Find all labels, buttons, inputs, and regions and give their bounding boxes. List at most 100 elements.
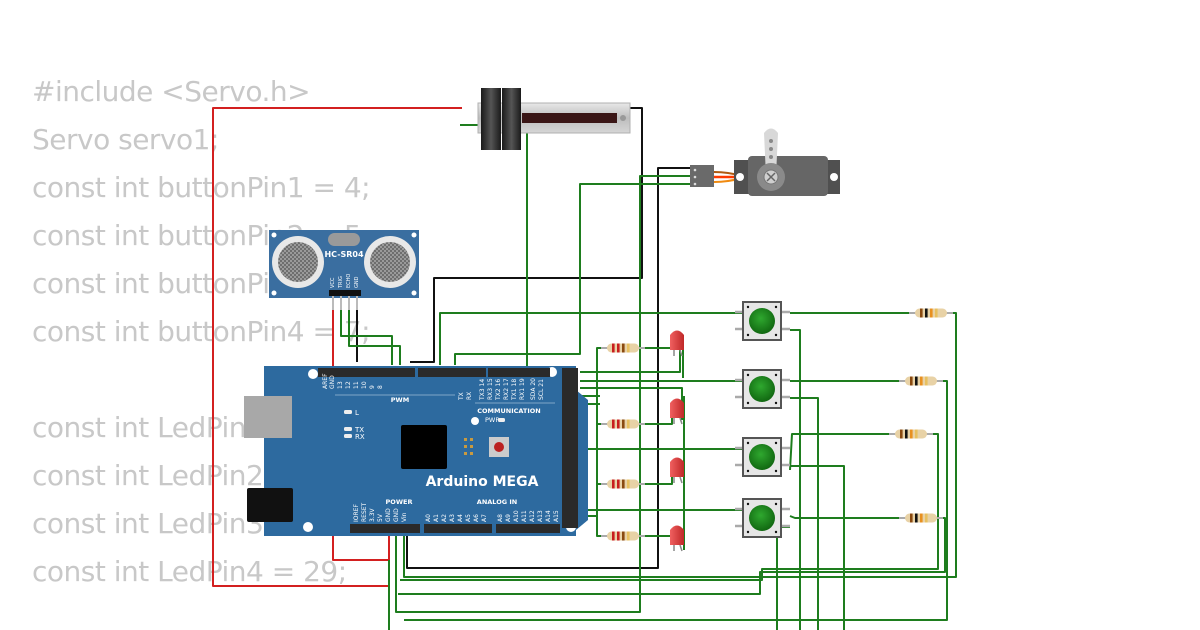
sensor-pin-trig: TRIG bbox=[338, 276, 344, 289]
board-name: Arduino MEGA bbox=[426, 474, 539, 490]
pin-label: AREF bbox=[322, 373, 329, 389]
wire-btn3-down bbox=[790, 465, 845, 630]
push-button-3[interactable] bbox=[735, 437, 790, 477]
pin-label: GND bbox=[385, 508, 392, 522]
header-analog-right[interactable] bbox=[496, 524, 560, 533]
code-line: #include <Servo.h> bbox=[32, 75, 311, 108]
sensor-pin-vcc: VCC bbox=[330, 277, 336, 288]
wire-led-gnd-bus bbox=[596, 347, 608, 537]
wire-servo-signal bbox=[454, 183, 693, 365]
power-jack bbox=[247, 488, 293, 522]
pot-slider-lower-left bbox=[481, 100, 501, 150]
pin-label: TX2 16 bbox=[495, 379, 502, 401]
leds bbox=[601, 330, 684, 552]
push-button-1[interactable] bbox=[735, 301, 790, 341]
header-power[interactable] bbox=[350, 524, 420, 533]
button-resistor-3[interactable] bbox=[889, 429, 933, 439]
header-digital-mid[interactable] bbox=[418, 368, 486, 377]
pin-label: A15 bbox=[553, 510, 560, 522]
pin-label: 8 bbox=[377, 385, 384, 389]
pin-label: SCL 21 bbox=[538, 379, 545, 400]
sensor-crystal bbox=[328, 233, 360, 246]
button-cap bbox=[749, 505, 775, 531]
pin-label: A2 bbox=[441, 514, 448, 522]
wire-r3-led3 bbox=[640, 476, 673, 485]
pin-label: A7 bbox=[481, 514, 488, 522]
sensor-header bbox=[329, 290, 361, 296]
code-line: const int buttonPin1 = 4; bbox=[32, 171, 371, 204]
arduino-mega[interactable]: AREF GND 13 12 11 10 9 8 TX RX TX3 14 RX… bbox=[244, 366, 588, 536]
button-resistor-4[interactable] bbox=[899, 513, 943, 523]
pin-label: GND bbox=[329, 375, 336, 389]
reset-button-cap[interactable] bbox=[494, 442, 504, 452]
push-button-2[interactable] bbox=[735, 369, 790, 409]
wire-btn2-down bbox=[790, 397, 819, 630]
header-digital-left[interactable] bbox=[318, 368, 415, 377]
wire-btn1-down bbox=[790, 329, 801, 630]
servo-motor[interactable] bbox=[690, 128, 840, 197]
wire-led1 bbox=[580, 350, 681, 373]
pin-label: A13 bbox=[537, 510, 544, 522]
communication-label: COMMUNICATION bbox=[477, 407, 540, 415]
pin-label: A0 bbox=[425, 514, 432, 522]
pin-label: A6 bbox=[473, 514, 480, 522]
pin-label: A8 bbox=[497, 514, 504, 522]
wire-echo bbox=[348, 300, 401, 365]
led-resistor-2[interactable] bbox=[601, 419, 645, 429]
header-digital-right[interactable] bbox=[562, 368, 578, 528]
led-resistor-3[interactable] bbox=[601, 479, 645, 489]
pin-label: 11 bbox=[353, 381, 360, 389]
pin-label: A10 bbox=[513, 510, 520, 522]
pin-label: A4 bbox=[457, 514, 464, 522]
button-resistor-1[interactable] bbox=[909, 308, 953, 318]
led-2[interactable] bbox=[670, 398, 684, 425]
pin-label: RX2 17 bbox=[503, 378, 510, 400]
slide-potentiometer[interactable] bbox=[477, 88, 631, 150]
pin-label: 5V bbox=[377, 513, 384, 522]
pin-label: A1 bbox=[433, 514, 440, 522]
ultrasonic-sensor[interactable]: HC-SR04 VCC TRIG ECHO GND bbox=[269, 230, 419, 310]
analog-in-label: ANALOG IN bbox=[477, 498, 517, 506]
pin-label: GND bbox=[393, 508, 400, 522]
pin-label: RESET bbox=[361, 502, 368, 522]
button-cap bbox=[749, 308, 775, 334]
pin-label: IOREF bbox=[353, 504, 360, 522]
led-resistor-4[interactable] bbox=[601, 531, 645, 541]
code-line: const int LedPin4 = 29; bbox=[32, 555, 347, 588]
pin-label: 12 bbox=[345, 381, 352, 389]
led-1[interactable] bbox=[670, 330, 684, 357]
wire-btn4-down bbox=[776, 526, 790, 630]
pot-track bbox=[522, 113, 617, 123]
button-cap bbox=[749, 444, 775, 470]
pot-screw-icon bbox=[620, 115, 626, 121]
pwr-label: PWR bbox=[485, 416, 500, 424]
code-overlay: #include <Servo.h> Servo servo1; const i… bbox=[32, 68, 371, 596]
pin-label: 3.3V bbox=[369, 507, 376, 522]
pin-label: 13 bbox=[337, 381, 344, 389]
header-analog-left[interactable] bbox=[424, 524, 492, 533]
header-comm[interactable] bbox=[488, 368, 550, 377]
wire-gnd-pot bbox=[410, 107, 643, 363]
wire-r2-led2 bbox=[640, 416, 673, 425]
sensor-pin-gnd: GND bbox=[354, 276, 360, 288]
pin-label: RX3 15 bbox=[487, 378, 494, 400]
push-button-4[interactable] bbox=[735, 498, 790, 538]
wire-btn4-r bbox=[789, 515, 905, 519]
servo-connector bbox=[690, 165, 714, 187]
pin-label: A3 bbox=[449, 514, 456, 522]
button-resistor-2[interactable] bbox=[899, 376, 943, 386]
led-l-indicator bbox=[344, 410, 352, 414]
usb-port bbox=[244, 396, 292, 438]
pin-label: A9 bbox=[505, 514, 512, 522]
led-4[interactable] bbox=[670, 525, 684, 552]
pin-label: TX1 18 bbox=[511, 379, 518, 401]
wire-gnd-servo bbox=[406, 167, 693, 569]
led-resistor-1[interactable] bbox=[601, 343, 645, 353]
wire-btn3-r bbox=[789, 433, 895, 471]
led-3[interactable] bbox=[670, 457, 684, 484]
mcu-chip bbox=[401, 425, 447, 469]
led-tx-indicator bbox=[344, 427, 352, 431]
wire-button1 bbox=[439, 312, 742, 365]
